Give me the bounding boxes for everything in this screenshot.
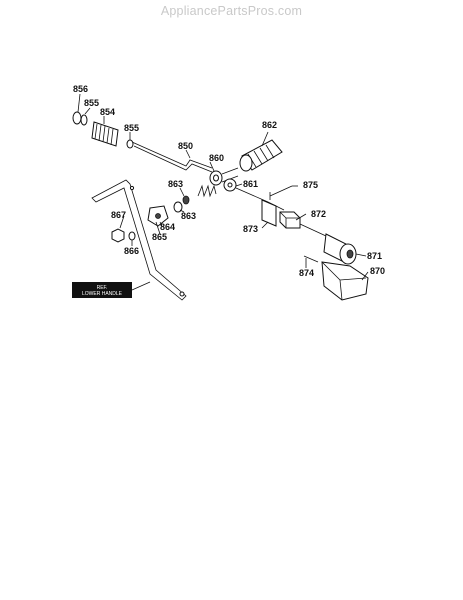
callout-871: 871 [367, 251, 382, 261]
switch-871[interactable] [323, 233, 357, 265]
callout-863-lower: 863 [181, 211, 196, 221]
callout-850: 850 [178, 141, 193, 151]
washer-863-lower[interactable] [173, 201, 183, 213]
rod-to-switch [299, 223, 327, 237]
ref-label-line2: LOWER HANDLE [82, 291, 123, 297]
callout-875: 875 [303, 180, 318, 190]
housing-870[interactable] [321, 261, 369, 301]
callout-861: 861 [243, 179, 258, 189]
spring-863[interactable] [197, 184, 217, 198]
callout-860: 860 [209, 153, 224, 163]
knob-854[interactable] [91, 121, 119, 147]
callout-863-upper: 863 [168, 179, 183, 189]
washer-856[interactable] [72, 111, 82, 125]
control-rod-850[interactable] [131, 141, 213, 173]
washer-861[interactable] [223, 178, 237, 192]
callout-873: 873 [243, 224, 258, 234]
bushing-862[interactable] [239, 139, 283, 172]
callout-855-upper: 855 [84, 98, 99, 108]
washer-855-lower[interactable] [126, 139, 134, 149]
screw-874[interactable] [303, 255, 319, 263]
callout-870: 870 [370, 266, 385, 276]
callout-865: 865 [152, 232, 167, 242]
callout-855-lower: 855 [124, 123, 139, 133]
bracket-873[interactable] [261, 199, 277, 227]
ref-label-line1: REF. [97, 285, 108, 291]
washer-855-upper[interactable] [80, 114, 88, 126]
watermark: AppliancePartsPros.com [160, 4, 303, 18]
callout-874: 874 [299, 268, 314, 278]
link-860[interactable] [209, 167, 239, 186]
callout-872: 872 [311, 209, 326, 219]
ref-lower-handle-tag: REF. LOWER HANDLE [72, 281, 151, 298]
cable-rod [235, 187, 285, 211]
callout-856: 856 [73, 84, 88, 94]
nut-867[interactable] [111, 228, 125, 243]
washer-866[interactable] [128, 231, 136, 241]
nut-863-upper[interactable] [182, 195, 190, 205]
lower-handle[interactable] [91, 179, 187, 301]
callout-864: 864 [160, 222, 175, 232]
callout-862: 862 [262, 120, 277, 130]
leader-lines [77, 93, 369, 281]
callout-866: 866 [124, 246, 139, 256]
callout-867: 867 [111, 210, 126, 220]
screw-875[interactable] [269, 185, 293, 200]
cam-864[interactable] [147, 205, 169, 227]
block-872[interactable] [279, 211, 301, 229]
callout-854: 854 [100, 107, 115, 117]
